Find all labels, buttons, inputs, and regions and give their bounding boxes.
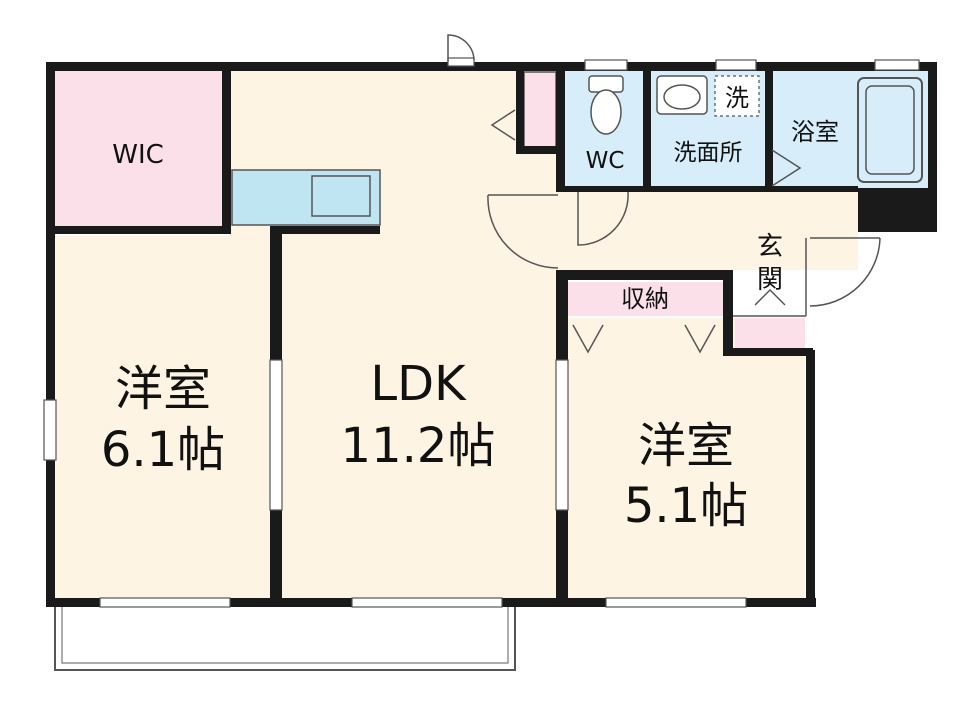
entrance-floor bbox=[735, 318, 805, 352]
ldk-closet bbox=[523, 71, 557, 148]
bathroom-label: 浴室 bbox=[791, 118, 839, 146]
wic-label: WIC bbox=[112, 140, 164, 170]
entrance-step bbox=[733, 238, 807, 317]
western-right-name: 洋室 bbox=[638, 418, 734, 474]
entrance-label-bottom: 関 bbox=[757, 265, 783, 295]
washer-mark: 洗 bbox=[725, 84, 749, 112]
western-right-size: 5.1帖 bbox=[624, 478, 748, 534]
ldk-floor bbox=[230, 70, 558, 600]
wash-basin-icon bbox=[656, 75, 708, 115]
entrance-label-top: 玄 bbox=[757, 232, 783, 262]
wic-floor bbox=[55, 70, 222, 230]
bathtub bbox=[857, 77, 923, 183]
wc-label: WC bbox=[586, 148, 625, 174]
kitchen-sink bbox=[311, 175, 371, 217]
hallway-floor bbox=[558, 190, 858, 270]
washroom-label: 洗面所 bbox=[674, 140, 743, 166]
toilet-icon bbox=[588, 75, 624, 135]
storage-floor bbox=[565, 282, 725, 316]
western-right-floor bbox=[565, 318, 805, 600]
western-left-size: 6.1帖 bbox=[101, 422, 225, 478]
western-left-name: 洋室 bbox=[115, 361, 211, 417]
washer-space bbox=[714, 75, 760, 117]
storage-label: 収納 bbox=[621, 285, 669, 313]
doors bbox=[447, 34, 881, 354]
windows bbox=[43, 59, 920, 608]
ldk-name: LDK bbox=[370, 356, 467, 412]
balcony bbox=[54, 605, 516, 671]
ldk-size: 11.2帖 bbox=[341, 418, 496, 474]
